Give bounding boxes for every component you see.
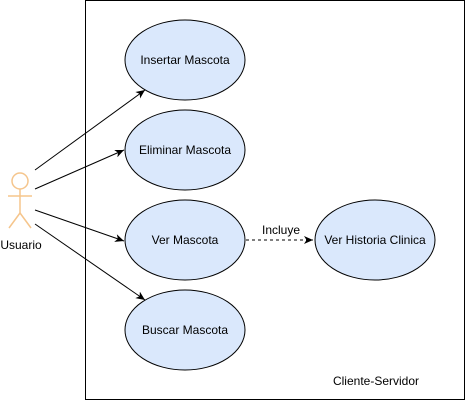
use-case-ver-mascota[interactable]: Ver Mascota: [124, 199, 246, 281]
association-ver: [34, 209, 125, 242]
actor-right-leg: [19, 212, 32, 229]
use-case-ellipse: [314, 199, 436, 281]
use-case-eliminar-mascota[interactable]: Eliminar Mascota: [124, 109, 246, 191]
association-eliminar: [34, 149, 125, 190]
association-buscar: [34, 223, 146, 301]
actor-head: [11, 172, 29, 190]
use-case-label: Buscar Mascota: [142, 323, 228, 337]
system-boundary-label: Cliente-Servidor: [333, 374, 419, 388]
use-case-label: Insertar Mascota: [140, 53, 230, 67]
use-case-buscar-mascota[interactable]: Buscar Mascota: [124, 289, 246, 371]
actor-left-leg: [8, 212, 21, 229]
use-case-ellipse: [124, 289, 246, 371]
use-case-insertar-mascota[interactable]: Insertar Mascota: [124, 19, 246, 101]
use-case-ellipse: [124, 109, 246, 191]
use-case-ellipse: [124, 199, 246, 281]
association-insertar: [34, 89, 146, 171]
actor-label: Usuario: [0, 238, 42, 252]
use-case-label: Ver Historia Clinica: [324, 233, 426, 247]
use-case-label: Ver Mascota: [152, 233, 219, 247]
include-label: Incluye: [262, 223, 300, 237]
use-case-ver-historia-clinica[interactable]: Ver Historia Clinica: [314, 199, 436, 281]
use-case-ellipse: [124, 19, 246, 101]
actor-usuario[interactable]: Usuario: [0, 172, 42, 252]
use-case-label: Eliminar Mascota: [139, 143, 231, 157]
